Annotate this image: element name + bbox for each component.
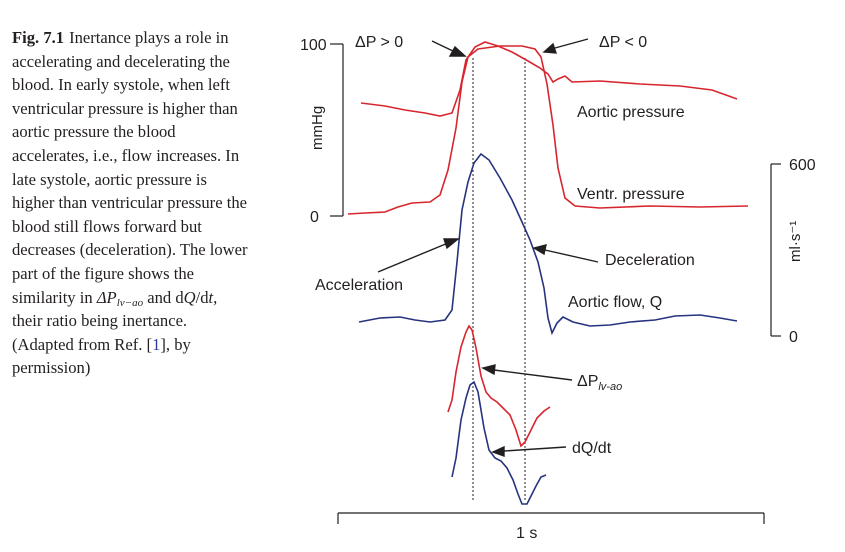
caption-q-symbol: Q bbox=[183, 287, 196, 307]
delta-p-lv-ao-curve bbox=[447, 324, 551, 448]
aortic-flow-curve bbox=[358, 152, 738, 336]
caption-text-2: and d bbox=[143, 287, 184, 307]
ventricular-pressure-curve bbox=[347, 45, 749, 215]
flow-axis-label: ml·s⁻¹ bbox=[787, 221, 804, 262]
label-delta-p-positive: ΔP > 0 bbox=[355, 34, 403, 51]
label-delta-p-subscript: lv-ao bbox=[598, 381, 622, 393]
label-ventricular-pressure: Ventr. pressure bbox=[577, 186, 685, 203]
flow-tick-600: 600 bbox=[789, 157, 816, 174]
label-aortic-flow: Aortic flow, Q bbox=[568, 294, 662, 311]
aortic-pressure-curve bbox=[360, 41, 738, 117]
time-scale-bar bbox=[337, 512, 765, 524]
caption-text-3: /d bbox=[195, 287, 209, 307]
label-deceleration: Deceleration bbox=[605, 252, 695, 269]
caption-reference-link[interactable]: 1 bbox=[152, 334, 161, 354]
label-delta-p-symbol: ΔP bbox=[577, 373, 598, 390]
flow-tick-0: 0 bbox=[789, 329, 798, 346]
label-delta-p-lv-ao: ΔPlv-ao bbox=[577, 373, 622, 393]
caption-t-symbol: t bbox=[208, 287, 214, 307]
caption-text-1: Inertance plays a role in accelerating a… bbox=[12, 28, 248, 307]
caption-label: Fig. 7.1 bbox=[12, 28, 65, 47]
time-scale-label: 1 s bbox=[516, 525, 537, 542]
pressure-axis bbox=[330, 43, 344, 217]
caption-delta-subscript: lv−ao bbox=[116, 296, 144, 309]
pressure-tick-100: 100 bbox=[300, 37, 327, 54]
pressure-axis-label: mmHg bbox=[309, 106, 326, 150]
caption-text-5: ], by permission) bbox=[12, 334, 191, 378]
label-acceleration: Acceleration bbox=[315, 277, 403, 294]
label-aortic-pressure: Aortic pressure bbox=[577, 104, 685, 121]
dq-dt-curve bbox=[451, 380, 547, 505]
annotation-arrows bbox=[377, 38, 599, 457]
caption-delta-p: ΔP bbox=[96, 287, 117, 307]
flow-axis bbox=[770, 163, 781, 337]
caption-text-4: , their ratio being inertance. (Adapted … bbox=[12, 287, 218, 354]
label-delta-p-negative: ΔP < 0 bbox=[599, 34, 647, 51]
pressure-tick-0: 0 bbox=[310, 209, 319, 226]
label-dq-dt: dQ/dt bbox=[572, 440, 612, 457]
